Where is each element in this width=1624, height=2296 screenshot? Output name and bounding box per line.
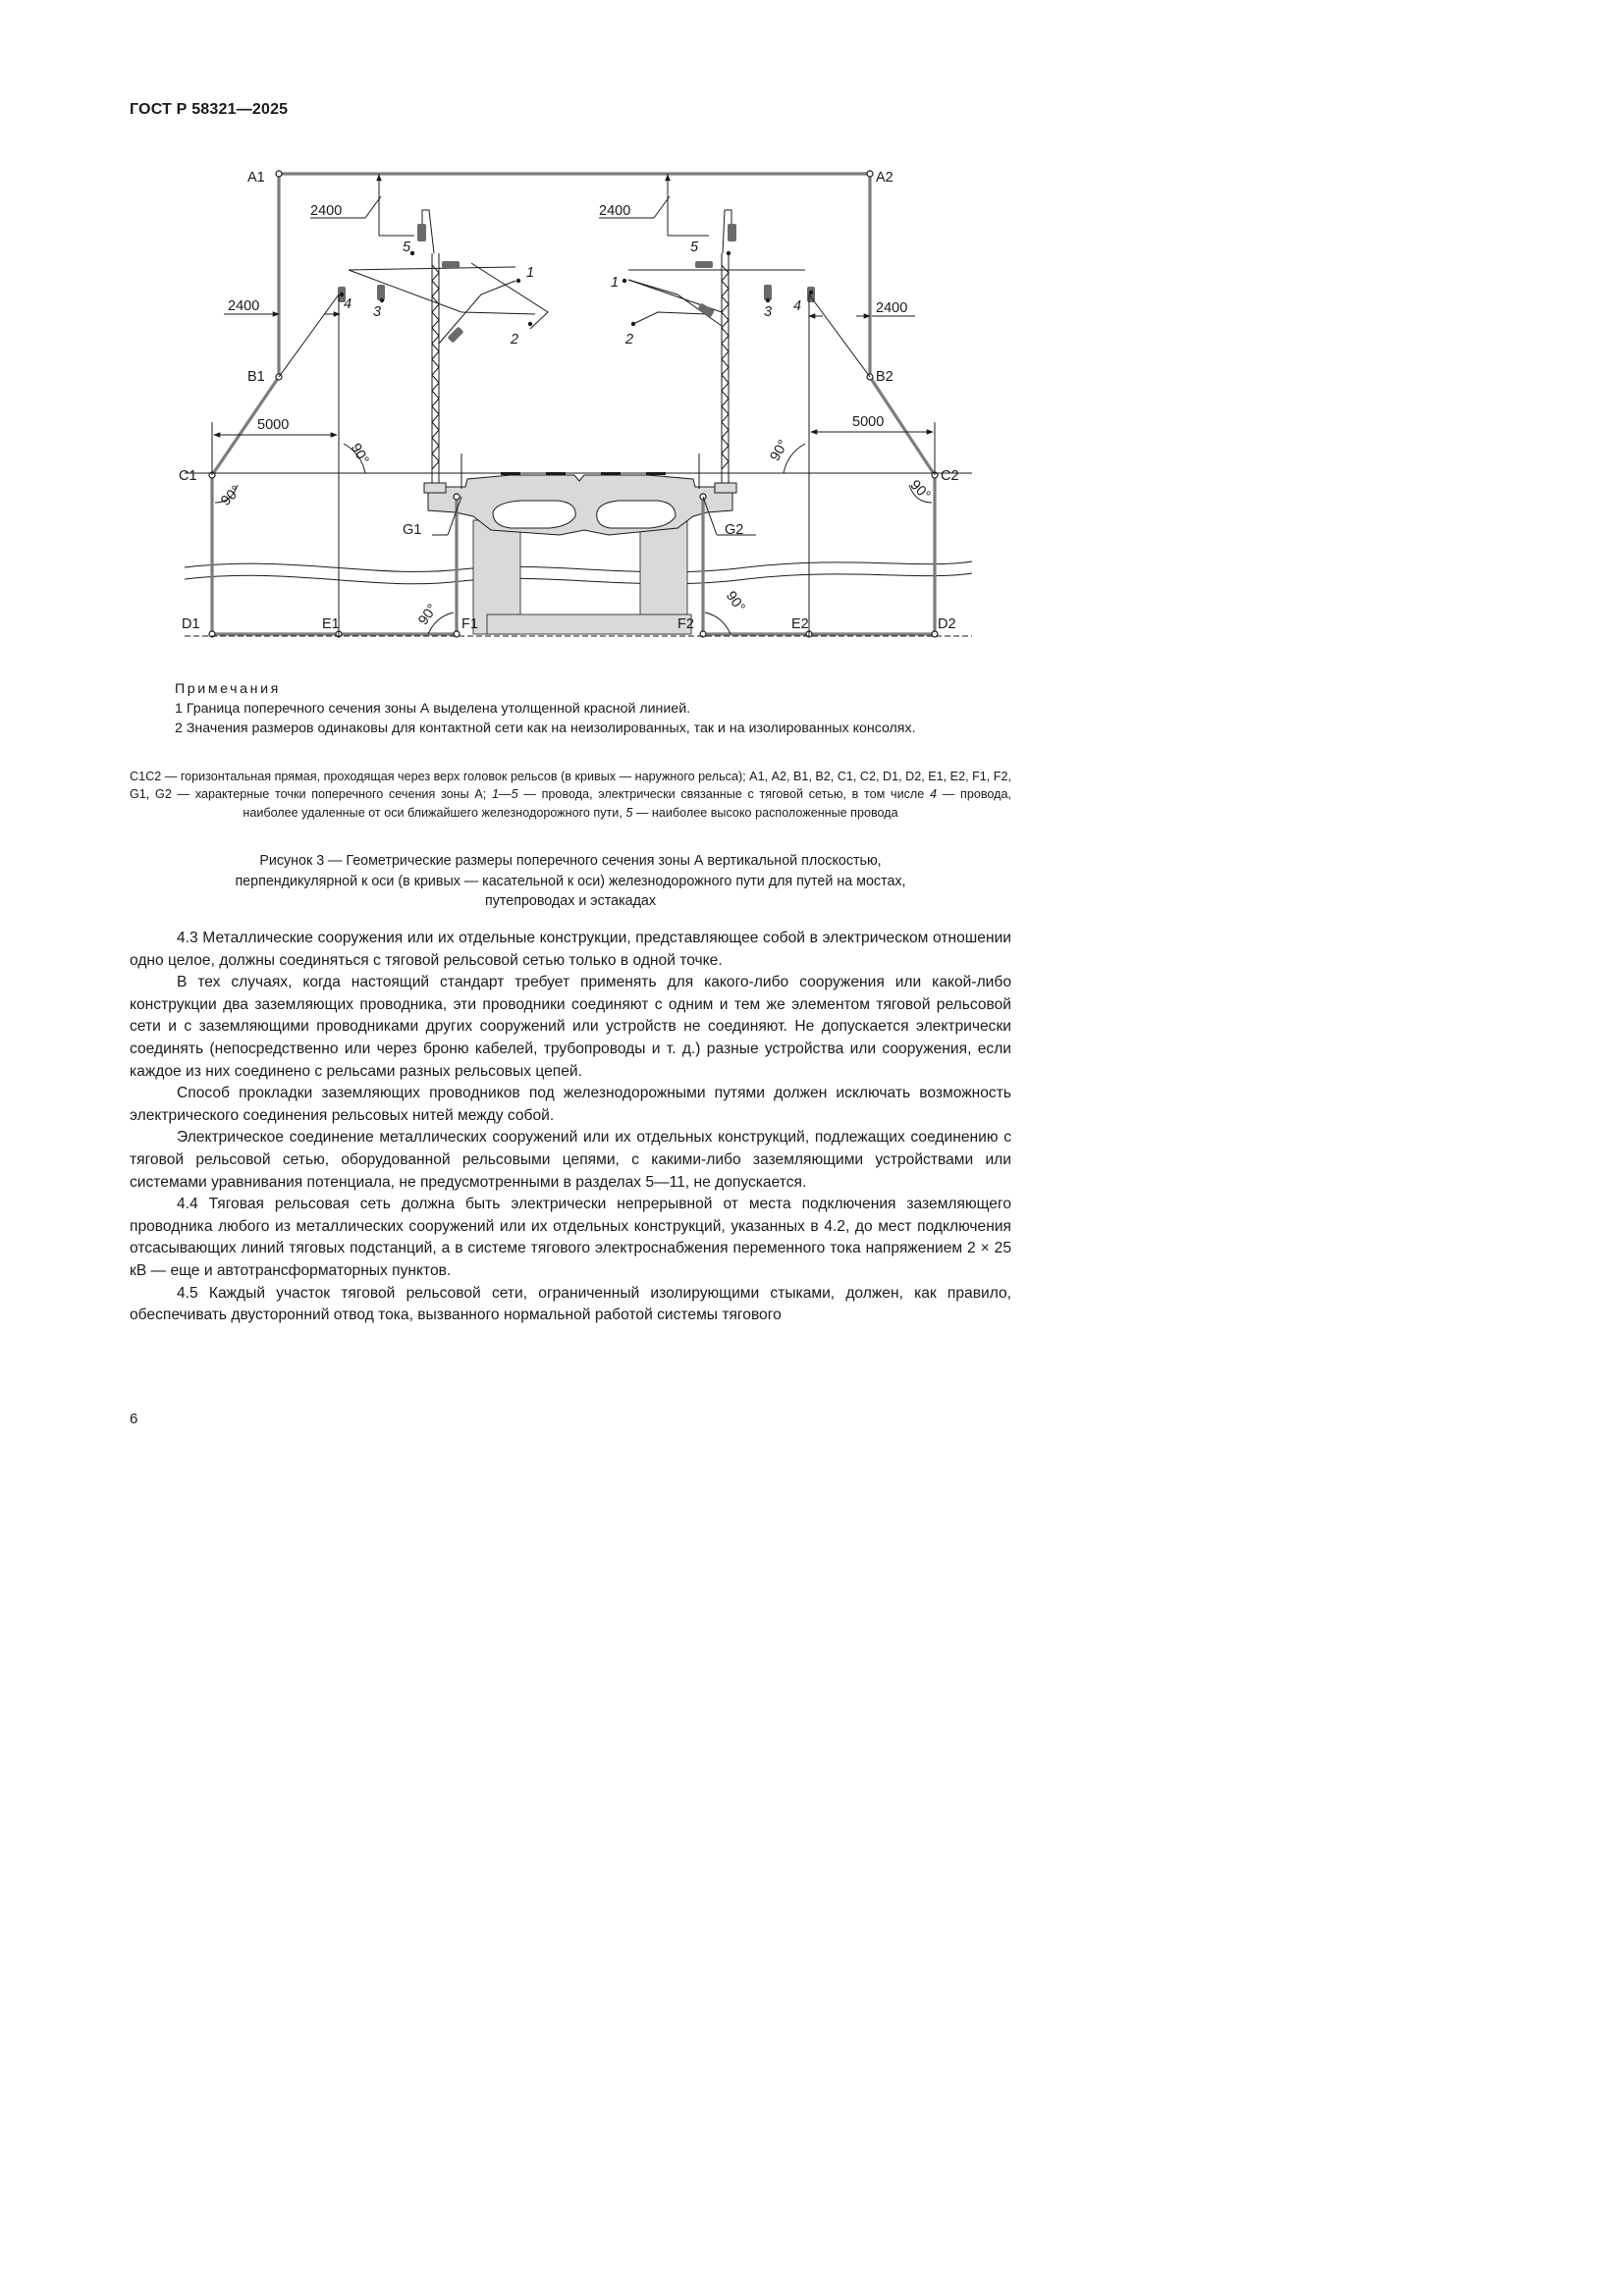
construction-lines — [185, 174, 972, 637]
paragraph: 4.4 Тяговая рельсовая сеть должна быть э… — [130, 1196, 1011, 1279]
dim-2400-top-left: 2400 — [310, 203, 342, 219]
dim-5000-left: 5000 — [257, 417, 289, 433]
label-b1: B1 — [247, 369, 265, 385]
caption-line: перпендикулярной к оси (в кривых — касат… — [235, 873, 906, 889]
label-f1: F1 — [461, 616, 478, 632]
figure-legend: С1С2 — горизонтальная прямая, проходящая… — [130, 768, 1011, 822]
label-c1: C1 — [179, 468, 197, 484]
wire-2-right: 2 — [624, 332, 633, 347]
bridge-deck — [427, 454, 733, 536]
legend-text: — провода, наиболее удаленные от оси бли… — [243, 787, 1012, 820]
label-g1: G1 — [403, 522, 421, 538]
legend-n4: 4 — [930, 787, 938, 802]
wire-5-left: 5 — [403, 240, 411, 255]
figure-caption: Рисунок 3 — Геометрические размеры попер… — [157, 851, 984, 912]
angle-90-f2: 90° — [723, 588, 748, 614]
wire-number-labels: 5 5 1 1 2 2 3 3 4 4 — [344, 240, 801, 347]
dimension-arrows — [213, 174, 934, 635]
legend-text: — наиболее высоко расположенные провода — [632, 805, 898, 820]
dimension-labels: 2400 2400 2400 2400 5000 5000 90° 90° 90… — [218, 203, 933, 628]
wire-2-left: 2 — [510, 332, 518, 347]
notes-title: Примечания — [175, 681, 281, 697]
cross-section-figure: A1 A2 B1 B2 C1 C2 D1 D2 E1 E2 F1 F2 G1 G… — [179, 170, 973, 638]
label-c2: C2 — [941, 468, 959, 484]
note-item: 1 Граница поперечного сечения зоны А выд… — [175, 701, 691, 717]
legend-text: С1С2 — горизонтальная прямая, проходящая… — [130, 770, 1011, 802]
note-item: 2 Значения размеров одинаковы для контак… — [175, 721, 916, 736]
wire-4-left: 4 — [344, 296, 352, 312]
paragraph: Способ прокладки заземляющих проводников… — [130, 1085, 1011, 1124]
label-g2: G2 — [725, 522, 743, 538]
document-header: ГОСТ Р 58321—2025 — [130, 101, 289, 118]
label-f2: F2 — [677, 616, 694, 632]
label-a2: A2 — [876, 170, 893, 186]
point-labels: A1 A2 B1 B2 C1 C2 D1 D2 E1 E2 F1 F2 G1 G… — [179, 170, 959, 632]
paragraph: 4.3 Металлические сооружения или их отде… — [130, 930, 1011, 969]
angle-90-f1: 90° — [415, 602, 441, 628]
wire-5-right: 5 — [690, 240, 699, 255]
body-text: 4.3 Металлические сооружения или их отде… — [130, 928, 1011, 1327]
label-d1: D1 — [182, 616, 200, 632]
angle-90-left-lower: 90° — [218, 483, 244, 509]
legend-range: 1—5 — [491, 787, 518, 802]
dim-5000-right: 5000 — [852, 414, 884, 430]
zone-a-boundary — [210, 172, 937, 636]
figure-notes: Примечания 1 Граница поперечного сечения… — [175, 679, 1011, 738]
paragraph: 4.5 Каждый участок тяговой рельсовой сет… — [130, 1284, 1011, 1324]
caption-line: Рисунок 3 — Геометрические размеры попер… — [259, 853, 882, 869]
wire-1-right: 1 — [611, 275, 619, 291]
page-number: 6 — [130, 1411, 138, 1427]
wire-3-right: 3 — [764, 304, 772, 320]
caption-line: путепроводах и эстакадах — [484, 893, 657, 909]
label-d2: D2 — [938, 616, 956, 632]
ground-band — [184, 561, 973, 585]
angle-90-left-upper: 90° — [348, 441, 372, 467]
wire-1-left: 1 — [526, 265, 534, 281]
label-e1: E1 — [322, 616, 340, 632]
legend-text: — провода, электрически связанные с тяго… — [517, 787, 930, 802]
label-e2: E2 — [791, 616, 809, 632]
wire-4-right: 4 — [793, 298, 801, 314]
dim-2400-top-right: 2400 — [599, 203, 630, 219]
label-a1: A1 — [247, 170, 265, 186]
label-b2: B2 — [876, 369, 893, 385]
angle-90-right-lower: 90° — [907, 477, 934, 504]
boundary-points — [208, 170, 939, 638]
paragraph: Электрическое соединение металлических с… — [130, 1129, 1011, 1191]
bridge-piers — [472, 519, 692, 635]
catenary-masts — [348, 209, 805, 494]
wire-3-left: 3 — [373, 304, 381, 320]
wire-dots — [339, 250, 814, 327]
dim-2400-side-right: 2400 — [876, 300, 907, 316]
legend-n5: 5 — [625, 805, 633, 820]
dim-2400-side-left: 2400 — [228, 298, 259, 314]
paragraph: В тех случаях, когда настоящий стандарт … — [130, 974, 1011, 1080]
